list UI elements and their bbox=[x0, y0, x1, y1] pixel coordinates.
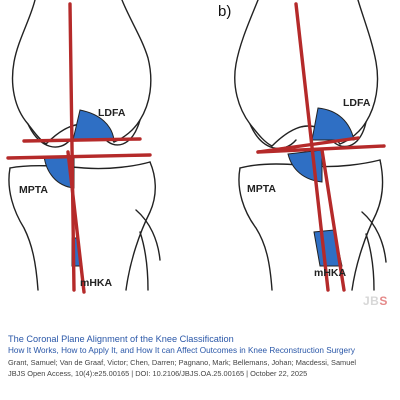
right-tibia-lateral-outline bbox=[351, 159, 384, 291]
right-knee-panel: LDFA MPTA mHKA bbox=[234, 0, 387, 292]
right-tibial-joint-line bbox=[256, 144, 386, 154]
left-tibial-joint-line bbox=[6, 153, 152, 160]
caption-title[interactable]: The Coronal Plane Alignment of the Knee … bbox=[8, 334, 234, 344]
left-femur-lateral-outline bbox=[113, 0, 152, 143]
left-bone-outlines bbox=[8, 0, 161, 291]
right-femur-medial-outline bbox=[234, 0, 273, 147]
left-femoral-joint-line bbox=[22, 137, 142, 143]
left-tibia-lateral-outline bbox=[125, 161, 156, 291]
caption-subtitle[interactable]: How It Works, How to Apply It, and How I… bbox=[8, 346, 355, 355]
right-fibula-outline bbox=[361, 211, 387, 291]
left-knee-panel: LDFA MPTA mHKA bbox=[6, 0, 161, 294]
right-femoral-mechanical-axis bbox=[294, 2, 330, 292]
left-mpta-label: MPTA bbox=[19, 184, 48, 196]
right-mhka-label: mHKA bbox=[314, 267, 347, 279]
left-fibula-outline bbox=[135, 209, 161, 291]
left-ldfa-label: LDFA bbox=[98, 107, 126, 119]
knee-alignment-figure: LDFA MPTA mHKA LDFA M bbox=[6, 0, 387, 294]
figure-caption: The Coronal Plane Alignment of the Knee … bbox=[8, 333, 394, 379]
left-tibia-medial-outline bbox=[8, 167, 39, 291]
right-mpta-label: MPTA bbox=[247, 183, 276, 195]
right-tibial-mechanical-axis bbox=[320, 148, 346, 292]
right-ldfa-label: LDFA bbox=[343, 97, 371, 109]
right-labels: LDFA MPTA mHKA bbox=[247, 97, 371, 279]
left-labels: LDFA MPTA mHKA bbox=[19, 107, 126, 289]
left-tibial-mechanical-axis bbox=[66, 150, 86, 294]
watermark-suffix: S bbox=[379, 294, 388, 308]
left-mhka-label: mHKA bbox=[80, 277, 113, 289]
caption-authors: Grant, Samuel; Van de Graaf, Victor; Che… bbox=[8, 358, 357, 367]
right-ldfa-wedge bbox=[311, 107, 355, 141]
right-axis-lines bbox=[256, 2, 386, 292]
jbjs-watermark: JBS bbox=[363, 294, 388, 308]
panel-b-label: b) bbox=[218, 3, 232, 20]
caption-citation: JBJS Open Access, 10(4):e25.00165 | DOI:… bbox=[8, 369, 308, 378]
right-tibia-medial-outline bbox=[238, 167, 273, 291]
right-femur-lateral-outline bbox=[339, 0, 379, 145]
watermark-prefix: JB bbox=[363, 294, 380, 308]
left-femoral-mechanical-axis bbox=[68, 2, 76, 292]
left-tibia-plateau bbox=[9, 161, 151, 170]
left-femur-medial-outline bbox=[11, 0, 47, 145]
left-axis-lines bbox=[6, 2, 152, 294]
